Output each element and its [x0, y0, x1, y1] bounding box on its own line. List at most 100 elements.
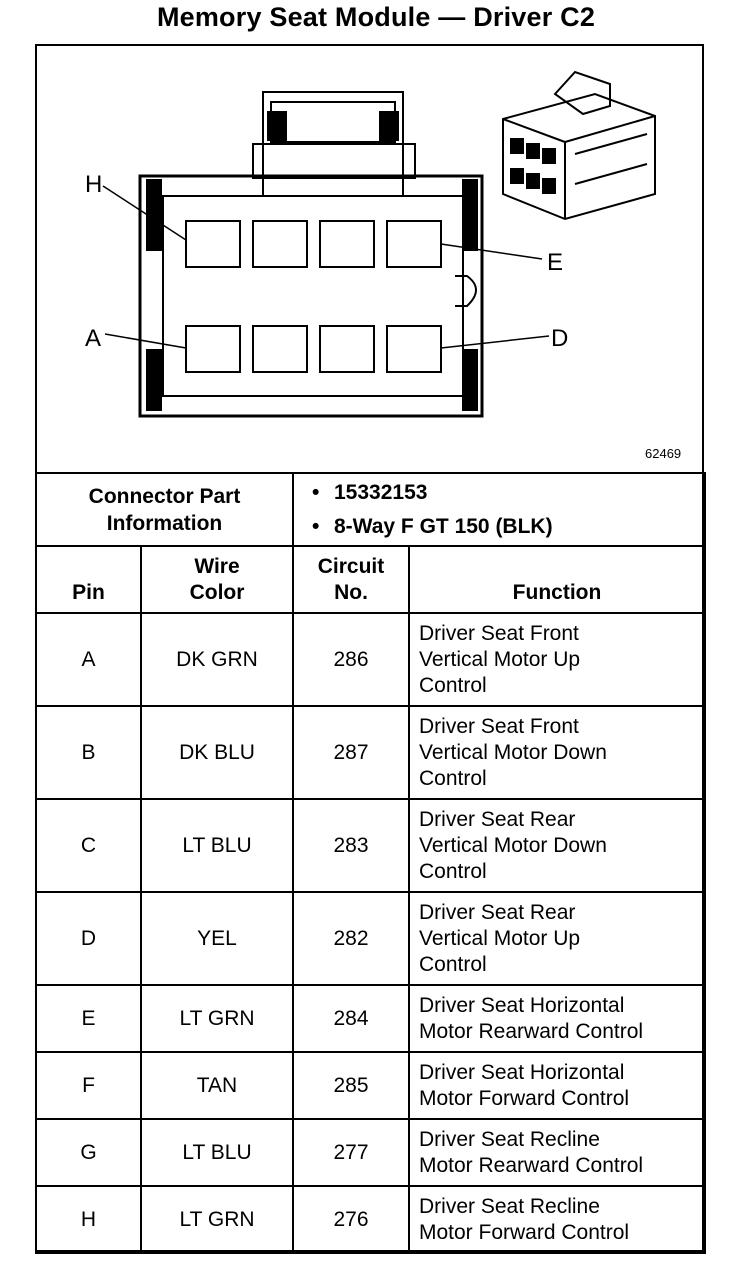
connector-info-row: Connector Part Information 15332153 8-Wa…	[35, 472, 706, 547]
function-line: Driver Seat Front	[419, 714, 579, 738]
header-circuit: Circuit No.	[292, 545, 410, 614]
function-line: Motor Rearward Control	[419, 1019, 644, 1043]
header-function: Function	[408, 545, 706, 614]
circuit-cell: 276	[292, 1185, 410, 1254]
callout-h: H	[85, 171, 102, 198]
pinout-table: Connector Part Information 15332153 8-Wa…	[35, 472, 706, 1254]
function-line: Driver Seat Rear	[419, 807, 576, 831]
wire-color-cell: LT GRN	[140, 984, 294, 1053]
connector-info-label: Connector Part Information	[35, 472, 294, 547]
ear-bottom-left	[146, 349, 162, 411]
pin-cell: H	[35, 1185, 142, 1254]
wire-color-cell: DK GRN	[140, 612, 294, 707]
callout-e: E	[547, 249, 563, 276]
circuit-cell: 277	[292, 1118, 410, 1187]
cavity-b	[252, 325, 308, 373]
connector-face	[162, 195, 464, 397]
wire-color-cell: YEL	[140, 891, 294, 986]
pin-cell: G	[35, 1118, 142, 1187]
pin-cell: C	[35, 798, 142, 893]
function-line: Vertical Motor Up	[419, 926, 581, 950]
wire-color-cell: LT GRN	[140, 1185, 294, 1254]
drawing-number: 62469	[645, 446, 682, 461]
function-line: Motor Forward Control	[419, 1220, 630, 1244]
header-pin: Pin	[35, 545, 142, 614]
leader-e	[440, 243, 543, 260]
connector-info-values: 15332153 8-Way F GT 150 (BLK)	[292, 472, 706, 547]
function-line: Driver Seat Horizontal	[419, 1060, 625, 1084]
connector-body	[138, 174, 484, 418]
ear-bottom-right	[462, 349, 478, 411]
header-wire-color: Wire Color	[140, 545, 294, 614]
leader-d	[440, 335, 550, 349]
pin-cell: A	[35, 612, 142, 707]
function-line: Driver Seat Recline	[419, 1194, 600, 1218]
cavity-c	[319, 325, 375, 373]
latch-clip-left	[267, 111, 287, 141]
wire-color-cell: DK BLU	[140, 705, 294, 800]
part-number: 15332153	[312, 476, 704, 510]
function-line: Driver Seat Front	[419, 621, 579, 645]
connector-diagram: H E A D	[35, 44, 704, 472]
page-title: Memory Seat Module — Driver C2	[156, 2, 596, 32]
wire-color-cell: LT BLU	[140, 798, 294, 893]
callout-a: A	[85, 325, 101, 352]
function-line: Vertical Motor Down	[419, 833, 607, 857]
pin-cell: E	[35, 984, 142, 1053]
cavity-g	[252, 220, 308, 268]
circuit-cell: 286	[292, 612, 410, 707]
pin-cell: F	[35, 1051, 142, 1120]
connector-description: 8-Way F GT 150 (BLK)	[312, 510, 704, 544]
circuit-cell: 283	[292, 798, 410, 893]
wire-color-cell: LT BLU	[140, 1118, 294, 1187]
polarization-key	[455, 275, 477, 307]
function-line: Motor Rearward Control	[419, 1153, 644, 1177]
leader-h	[102, 185, 187, 241]
function-line: Driver Seat Rear	[419, 900, 576, 924]
callout-d: D	[551, 325, 568, 352]
function-line: Control	[419, 859, 487, 883]
function-line: Driver Seat Recline	[419, 1127, 600, 1151]
function-line: Vertical Motor Down	[419, 740, 607, 764]
pin-cell: B	[35, 705, 142, 800]
ear-top-left	[146, 179, 162, 251]
circuit-cell: 287	[292, 705, 410, 800]
pin-cell: D	[35, 891, 142, 986]
circuit-cell: 284	[292, 984, 410, 1053]
cavity-a	[185, 325, 241, 373]
cavity-d	[386, 325, 442, 373]
table-header-row: Pin Wire Color Circuit No. Function	[35, 545, 706, 614]
function-line: Control	[419, 766, 487, 790]
function-line: Vertical Motor Up	[419, 647, 581, 671]
connector-face-drawing: H E A D	[85, 70, 656, 418]
connector-isometric-picture	[502, 70, 656, 221]
leader-a	[104, 333, 187, 349]
latch-clip-right	[379, 111, 399, 141]
function-line: Driver Seat Horizontal	[419, 993, 625, 1017]
circuit-cell: 282	[292, 891, 410, 986]
function-line: Control	[419, 673, 487, 697]
function-line: Motor Forward Control	[419, 1086, 630, 1110]
latch-base	[252, 143, 416, 179]
cavity-e	[386, 220, 442, 268]
wire-color-cell: TAN	[140, 1051, 294, 1120]
cavity-f	[319, 220, 375, 268]
ear-top-right	[462, 179, 478, 251]
function-line: Control	[419, 952, 487, 976]
